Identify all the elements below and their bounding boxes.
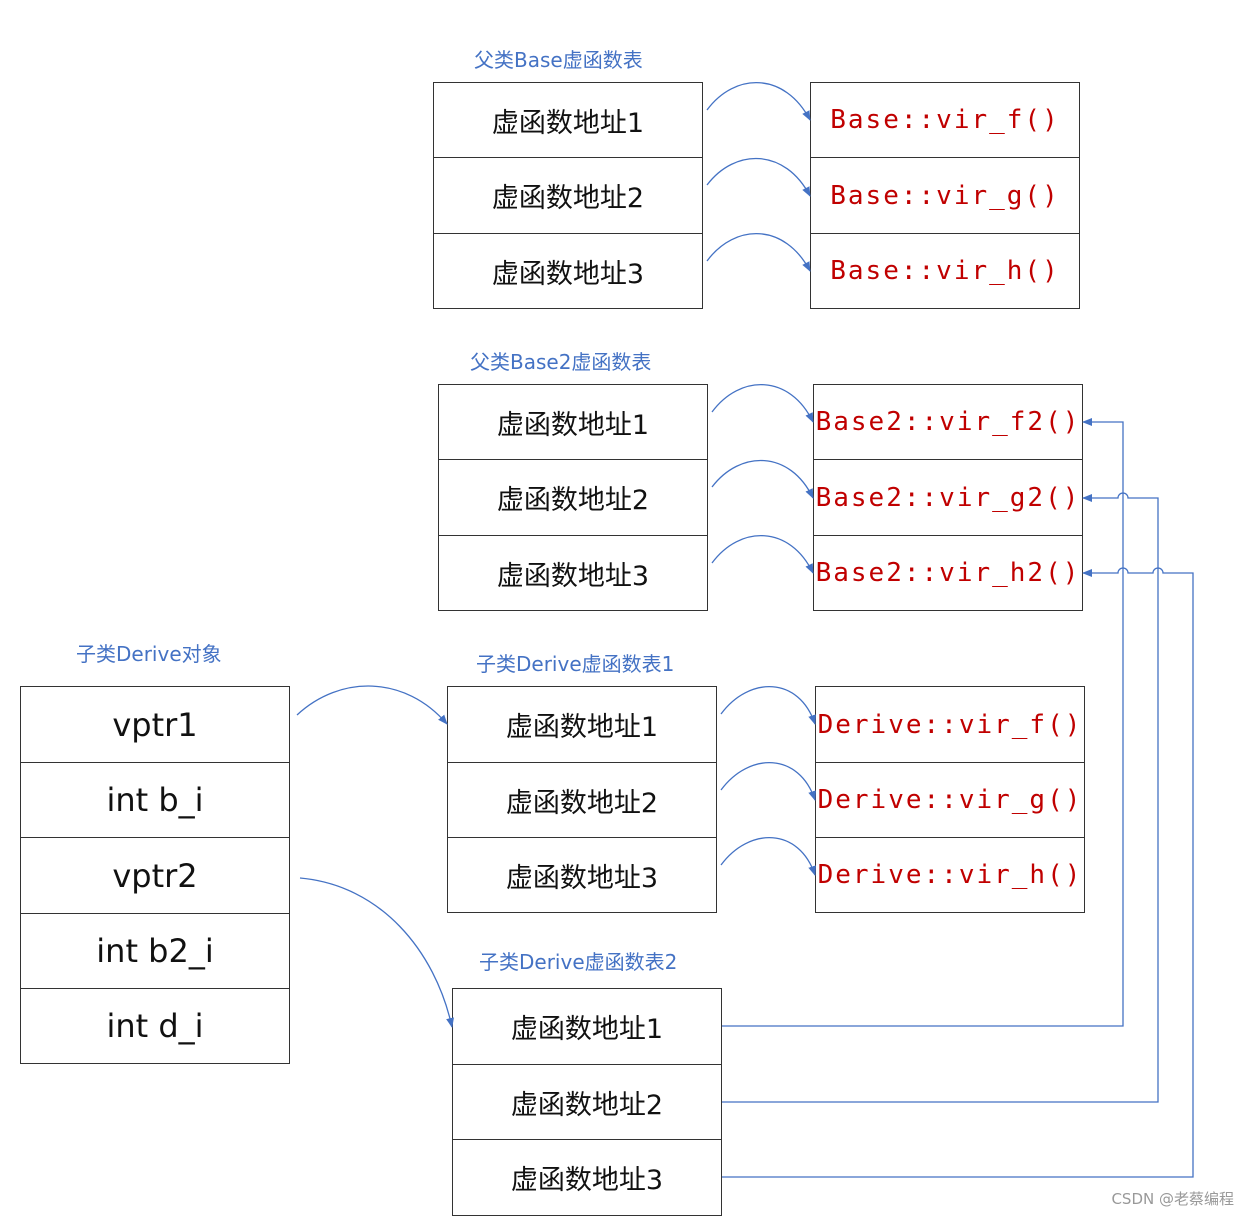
arrow-base2-2 [711, 459, 814, 499]
base2-vtable-address-1: 虚函数地址1 [439, 385, 707, 460]
watermark: CSDN @老蔡编程 [1111, 1190, 1234, 1208]
derive-vtable1-title: 子类Derive虚函数表1 [476, 652, 675, 676]
derive-vtable2-addresses: 虚函数地址1 虚函数地址2 虚函数地址3 [452, 988, 722, 1216]
derive-vtable1-addresses: 虚函数地址1 虚函数地址2 虚函数地址3 [447, 686, 717, 913]
derive-field-b-i: int b_i [21, 763, 289, 838]
base2-vtable-functions: Base2::vir_f2() Base2::vir_g2() Base2::v… [813, 384, 1083, 611]
base2-function-2: Base2::vir_g2() [814, 460, 1082, 536]
derive-vtable1-address-2: 虚函数地址2 [448, 763, 716, 838]
connector-vtable2-addr1-to-base2-f2 [722, 418, 1124, 1027]
arrow-base-1 [706, 82, 811, 121]
connector-vtable2-addr2-to-base2-g2 [722, 492, 1159, 1103]
base-vtable-title: 父类Base虚函数表 [474, 48, 643, 72]
derive-function-3: Derive::vir_h() [817, 860, 1083, 890]
derive-vtable2-address-2: 虚函数地址2 [453, 1065, 721, 1140]
arrow-derive1-2 [720, 762, 816, 801]
derive-vtable1-address-1: 虚函数地址1 [448, 687, 716, 763]
base-vtable-address-1: 虚函数地址1 [434, 83, 702, 158]
derive-function-1: Derive::vir_f() [816, 687, 1084, 763]
derive-vtable2-title: 子类Derive虚函数表2 [479, 950, 678, 974]
derive-function-2: Derive::vir_g() [816, 763, 1084, 838]
derive-field-d-i: int d_i [106, 1006, 204, 1045]
base2-function-3: Base2::vir_h2() [815, 558, 1081, 588]
derive-object-title: 子类Derive对象 [76, 642, 222, 666]
base-vtable-address-2: 虚函数地址2 [434, 158, 702, 234]
connector-vtable2-addr3-to-base2-h2 [722, 567, 1194, 1178]
derive-field-vptr2: vptr2 [21, 838, 289, 914]
arrow-vptr1-to-vtable1 [296, 685, 448, 725]
base2-vtable-address-2: 虚函数地址2 [439, 460, 707, 536]
base2-vtable-addresses: 虚函数地址1 虚函数地址2 虚函数地址3 [438, 384, 708, 611]
arrow-base-2 [706, 157, 811, 197]
derive-vtable1-functions: Derive::vir_f() Derive::vir_g() Derive::… [815, 686, 1085, 913]
base2-vtable-title: 父类Base2虚函数表 [470, 350, 652, 374]
arrow-derive1-3 [720, 837, 816, 876]
arrow-base2-3 [711, 535, 814, 574]
derive-vtable1-address-3: 虚函数地址3 [505, 862, 659, 894]
base2-vtable-address-3: 虚函数地址3 [496, 560, 650, 592]
derive-field-b2-i: int b2_i [21, 914, 289, 989]
derive-field-vptr1: vptr1 [21, 687, 289, 763]
base-vtable-functions: Base::vir_f() Base::vir_g() Base::vir_h(… [810, 82, 1080, 309]
base-function-2: Base::vir_g() [811, 158, 1079, 234]
base-function-3: Base::vir_h() [830, 256, 1060, 286]
derive-vtable2-address-1: 虚函数地址1 [453, 989, 721, 1065]
arrow-vptr2-to-vtable2 [299, 877, 454, 1028]
derive-vtable2-address-3: 虚函数地址3 [510, 1165, 664, 1196]
arrow-base-3 [706, 233, 811, 272]
base-function-1: Base::vir_f() [811, 83, 1079, 158]
derive-object-layout: vptr1 int b_i vptr2 int b2_i int d_i [20, 686, 290, 1064]
base-vtable-addresses: 虚函数地址1 虚函数地址2 虚函数地址3 [433, 82, 703, 309]
base2-function-1: Base2::vir_f2() [814, 385, 1082, 460]
arrow-derive1-1 [720, 686, 816, 725]
base-vtable-address-3: 虚函数地址3 [491, 258, 645, 290]
arrow-base2-1 [711, 384, 814, 423]
